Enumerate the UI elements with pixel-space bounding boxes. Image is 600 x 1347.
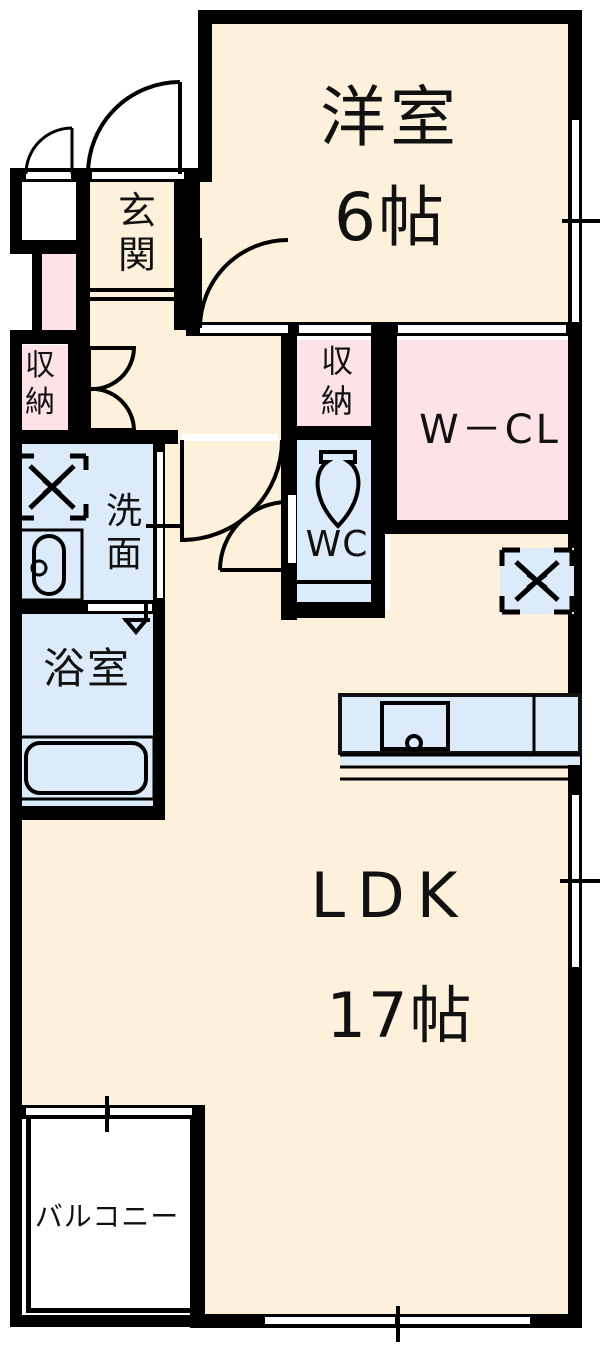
room-size-washitsu: 6帖 [334, 179, 446, 256]
window-mark-washitsu [562, 219, 600, 223]
window-ldk-right-b [572, 882, 579, 967]
room-fill-shoe-closet [40, 252, 78, 338]
threshold-wcl [398, 325, 566, 333]
wall-ldk-left-lower [10, 806, 22, 1116]
wall-senmen-left [10, 430, 22, 820]
wall-wc-bottom [285, 602, 385, 618]
wall-left-outer-upper [10, 168, 22, 254]
wall-yokushitsu-bottom [10, 806, 165, 820]
sliding-door-mark-senmen [146, 524, 180, 528]
window-ldk-bottom-b [400, 1317, 530, 1324]
threshold-yokushitsu [88, 604, 152, 611]
window-mark-ldk-bottom [396, 1306, 400, 1342]
toilet-icon [315, 450, 361, 529]
room-fill-wcl [396, 340, 582, 528]
room-size-ldk: 17帖 [326, 979, 474, 1052]
wc-floor-divider [297, 580, 373, 584]
shuno-left-folding-door[interactable] [86, 346, 138, 432]
bathtub-icon [16, 735, 156, 801]
wall-genkan-right [174, 182, 188, 330]
threshold-shuno-mid [299, 325, 371, 333]
room-fill-washitsu [200, 10, 580, 330]
room-label-senmen-2: 面 [105, 534, 142, 575]
wall-washitsu-left-lower [186, 168, 200, 333]
threshold-meterbox [26, 172, 71, 179]
room-label-senmen-1: 洗 [105, 491, 142, 532]
wall-shuno-mid-bottom [285, 426, 385, 440]
wc-door-swing[interactable] [216, 498, 292, 574]
wall-wcl-bottom [385, 520, 582, 534]
room-fill-shuno-mid [297, 340, 377, 432]
room-label-shuno-mid-2: 納 [320, 382, 353, 420]
wall-wcl-left [385, 336, 397, 532]
room-label-wcl: W－CL [419, 407, 561, 453]
meter-box-door-swing[interactable] [24, 126, 78, 178]
window-balcony-b [110, 1108, 192, 1115]
room-fill-balcony [10, 1113, 200, 1322]
threshold-entrance [92, 172, 184, 179]
room-fill-ldk-lower [200, 1100, 582, 1322]
wall-shuno-mid-right [371, 336, 385, 432]
room-label-shuno-mid-1: 収 [320, 342, 353, 380]
room-label-washitsu: 洋室 [320, 79, 460, 156]
window-balcony-a [26, 1108, 108, 1115]
washing-machine-space-icon [15, 453, 89, 521]
wall-balcony-bottom [10, 1315, 205, 1327]
wall-washitsu-top [198, 10, 582, 24]
wall-meterbox-bottom [10, 240, 90, 254]
room-label-balcony: バルコニー [34, 1200, 180, 1233]
refrigerator-space-icon [499, 547, 575, 615]
entrance-door-swing[interactable] [84, 78, 194, 178]
wall-shoe-closet-right [76, 252, 90, 338]
sliding-door-senmen-b[interactable] [157, 526, 163, 598]
threshold-washitsu-door [200, 325, 288, 333]
room-label-genkan-1: 玄 [117, 189, 156, 233]
meter-box-fill [14, 180, 76, 242]
room-label-wc: WC [305, 524, 369, 565]
wall-shuno-left-right [68, 338, 78, 438]
threshold-hall-door [182, 434, 278, 441]
window-washitsu-right-b [572, 222, 579, 322]
wall-shoe-closet-left [32, 252, 42, 338]
wall-meterbox-right [76, 168, 90, 254]
room-fill-yokushitsu [10, 613, 165, 811]
wall-balcony-divider [190, 1105, 205, 1325]
kitchen-counter-icon [338, 693, 582, 781]
room-label-shuno-left-1: 収 [25, 348, 55, 383]
room-label-genkan-2: 関 [117, 233, 156, 277]
room-label-yokushitsu: 浴室 [42, 644, 131, 693]
wall-wc-right [371, 432, 385, 612]
window-washitsu-right-a [572, 120, 579, 220]
wall-wcl-right [568, 336, 582, 536]
window-mark-balcony [105, 1096, 109, 1132]
door-slot-wc[interactable] [288, 495, 296, 563]
genkan-step-line-a [90, 288, 186, 292]
window-mark-ldk-right [560, 879, 600, 883]
room-label-ldk: LDK [310, 859, 470, 932]
yokushitsu-door-swing[interactable] [84, 600, 154, 636]
vanity-sink-icon [14, 528, 84, 602]
wall-left-outer-mid [10, 330, 22, 445]
sliding-door-senmen-a[interactable] [157, 452, 163, 524]
wall-balcony-left [10, 1105, 22, 1327]
wall-senmen-top [10, 430, 178, 444]
balcony-rail-left [26, 1113, 31, 1313]
balcony-rail-bottom [26, 1308, 194, 1313]
washitsu-door-swing[interactable] [196, 236, 292, 332]
window-ldk-right-a [572, 795, 579, 880]
window-ldk-bottom-a [265, 1317, 395, 1324]
wall-washitsu-left-upper [198, 10, 212, 175]
room-label-shuno-left-2: 納 [25, 385, 55, 420]
pipe-shaft-fill [12, 252, 34, 338]
genkan-step-line-b [90, 297, 186, 301]
wall-yokushitsu-right [153, 606, 165, 818]
